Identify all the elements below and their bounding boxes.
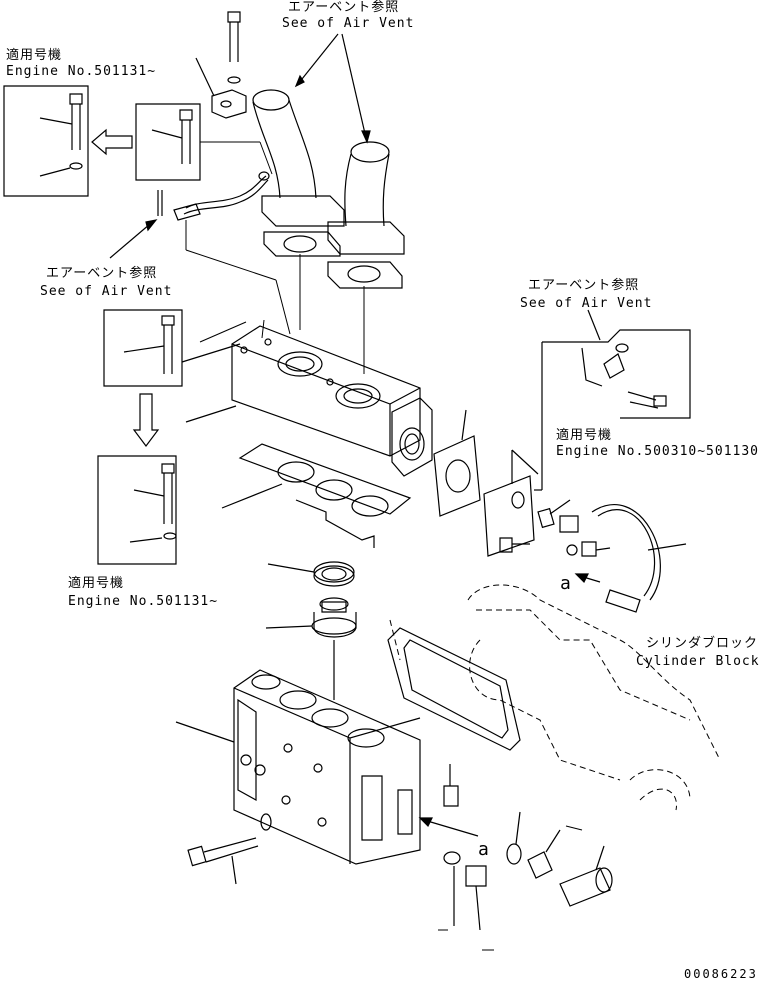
sensor-bracket — [538, 500, 578, 532]
inset-box-top-left — [4, 86, 88, 196]
vent-tube-left — [110, 172, 269, 258]
head-bolt — [188, 814, 271, 884]
plug-lower — [466, 866, 486, 930]
plug-bolt — [444, 764, 458, 806]
air-vent-arrows — [296, 34, 370, 142]
thermostat-seal — [268, 562, 354, 586]
air-vent-label-top-jp: エアーベント参照 — [288, 0, 400, 15]
cylinder-head — [176, 670, 420, 864]
inset-box-mid-lower — [98, 456, 176, 564]
cylinder-block-label-jp: シリンダブロック — [646, 636, 759, 651]
drawing-number: 00086223 — [684, 967, 758, 981]
reference-a-lower: a — [478, 839, 490, 860]
tick-marks — [438, 826, 582, 950]
cylinder-block-label-en: Cylinder Block — [636, 654, 760, 669]
applicable-label-tl-jp: 適用号機 — [6, 48, 63, 63]
inset-box-mid-upper — [104, 310, 240, 386]
manifold-gasket — [222, 444, 410, 548]
air-vent-label-right-en: See of Air Vent — [520, 296, 653, 311]
reference-a-upper: a — [560, 573, 572, 594]
air-vent-label-mid-en: See of Air Vent — [40, 284, 173, 299]
union-fitting — [528, 830, 560, 878]
arrow-a-lower — [420, 818, 478, 836]
applicable-label-right-en: Engine No.500310~501130 — [556, 444, 760, 459]
water-manifold — [186, 326, 432, 476]
side-flange — [484, 450, 538, 556]
applicable-label-left-jp: 適用号機 — [68, 576, 125, 591]
applicable-label-tl-en: Engine No.501131~ — [6, 64, 157, 79]
washer-lower-a — [444, 852, 460, 926]
inset-box-right — [534, 310, 690, 490]
water-temp-sensor — [560, 846, 612, 906]
air-vent-label-right-jp: エアーベント参照 — [528, 278, 640, 293]
oil-sensor-harness — [576, 505, 686, 612]
inset-arrow-left — [92, 130, 132, 154]
top-bolt — [196, 12, 246, 118]
cylinder-block-outline — [390, 585, 720, 810]
inset-arrow-down — [134, 394, 158, 446]
air-vent-label-top-en: See of Air Vent — [282, 16, 415, 31]
thermostat — [266, 598, 356, 700]
inset-box-top-mid — [136, 104, 200, 180]
leader-lines — [186, 142, 364, 374]
air-pipe-right — [328, 142, 404, 288]
bracket-bolts — [500, 538, 610, 556]
applicable-label-left-en: Engine No.501131~ — [68, 594, 219, 609]
air-vent-label-mid-jp: エアーベント参照 — [46, 266, 158, 281]
side-cover-gasket — [388, 628, 520, 750]
washer-lower-b — [507, 812, 521, 864]
applicable-label-right-jp: 適用号機 — [556, 428, 613, 443]
side-gasket — [434, 410, 480, 516]
